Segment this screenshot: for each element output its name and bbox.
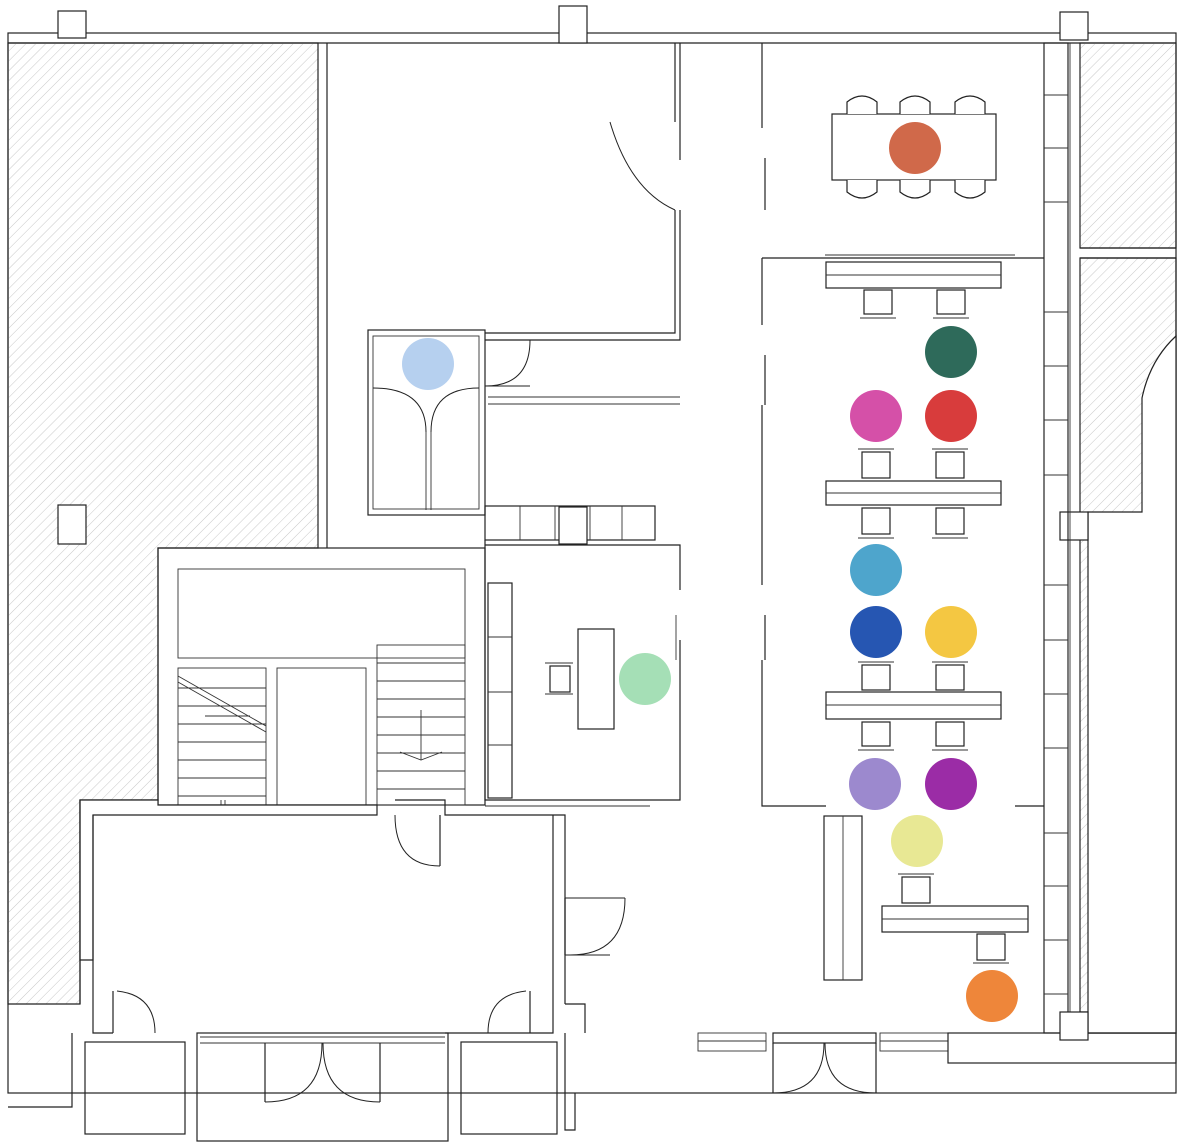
- marker-desk-row2-left[interactable]: [850, 390, 902, 442]
- shelf-unit: [823, 815, 863, 981]
- marker-desk-row5-left[interactable]: [849, 758, 901, 810]
- vestibules: [8, 1003, 1177, 1142]
- office-chair: [545, 662, 573, 695]
- marker-desk-row4-left[interactable]: [850, 606, 902, 658]
- private-office: [484, 540, 681, 807]
- stair-core: [157, 547, 486, 816]
- desk-cluster-3: [825, 661, 1002, 751]
- marker-desk-row4-right[interactable]: [925, 606, 977, 658]
- interior-walls: [326, 43, 1044, 807]
- hatched-left-zone: [7, 42, 319, 1005]
- marker-private-office[interactable]: [619, 653, 671, 705]
- marker-small-office[interactable]: [402, 338, 454, 390]
- counter: [484, 505, 656, 545]
- hatched-right-zone: [1059, 42, 1177, 1034]
- window-strip: [1043, 42, 1071, 1034]
- occupancy-markers: [402, 122, 1018, 1022]
- storage-door: [609, 121, 676, 211]
- marker-desk-row6[interactable]: [891, 815, 943, 867]
- desk-cluster-2: [825, 448, 1002, 539]
- marker-desk-row1-right[interactable]: [925, 326, 977, 378]
- desk-cluster-4: [881, 873, 1029, 964]
- lobby: [79, 799, 626, 1034]
- stair-treads-left: [177, 675, 267, 815]
- marker-desk-row5-right[interactable]: [925, 758, 977, 810]
- stair-treads-right: [377, 662, 465, 790]
- desk-chair: [860, 289, 969, 319]
- small-office: [367, 329, 531, 516]
- marker-desk-row2-right[interactable]: [925, 390, 977, 442]
- marker-desk-row7[interactable]: [966, 970, 1018, 1022]
- conference-chairs: [846, 95, 986, 199]
- marker-desk-row3-left[interactable]: [850, 544, 902, 596]
- desk-cluster-1: [825, 261, 1002, 319]
- marker-conference-table[interactable]: [889, 122, 941, 174]
